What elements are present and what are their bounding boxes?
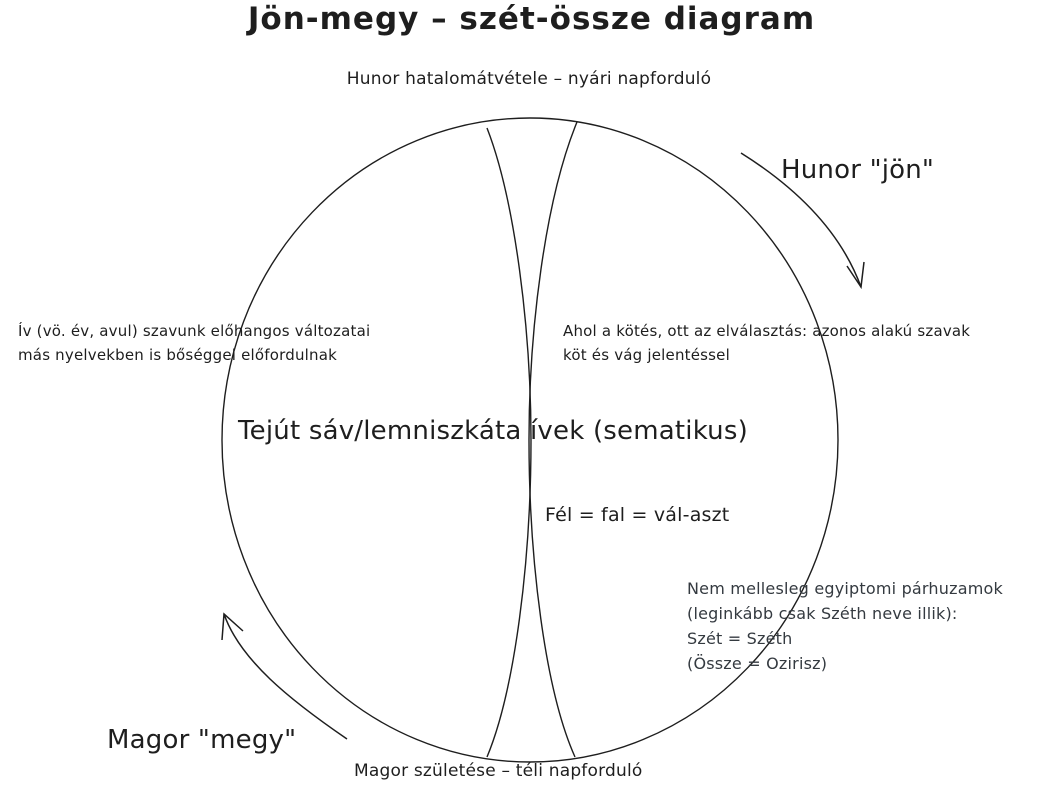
- hunor-arrow: [740, 152, 862, 288]
- bottom-caption: Magor születése – téli napforduló: [354, 761, 643, 781]
- center-label: Tejút sáv/lemniszkáta ívek (sematikus): [238, 416, 748, 446]
- egypt-note-line: (Össze = Ozirisz): [687, 654, 828, 673]
- left-note-line: más nyelvekben is bőséggel előfordulnak: [18, 346, 337, 364]
- egypt-note: Nem mellesleg egyiptomi párhuzamok (legi…: [687, 576, 1003, 676]
- main-circle: [221, 117, 839, 763]
- diagram-title: Jön-megy – szét-össze diagram: [247, 1, 816, 37]
- hunor-arrowhead: [846, 261, 865, 290]
- top-caption: Hunor hatalomátvétele – nyári napforduló: [346, 69, 712, 89]
- hunor-label: Hunor "jön": [781, 155, 935, 185]
- magor-label: Magor "megy": [107, 725, 297, 755]
- right-note-line: Ahol a kötés, ott az elválasztás: azonos…: [563, 322, 971, 340]
- egypt-note-line: Szét = Széth: [687, 629, 793, 648]
- left-note: Ív (vö. év, avul) szavunk előhangos vált…: [18, 319, 370, 367]
- equation-label: Fél = fal = vál-aszt: [545, 504, 730, 526]
- right-note: Ahol a kötés, ott az elválasztás: azonos…: [563, 319, 970, 367]
- egypt-note-line: (leginkább csak Széth neve illik):: [687, 604, 958, 623]
- magor-arrowhead: [221, 612, 244, 641]
- right-note-line: köt és vág jelentéssel: [563, 346, 730, 364]
- milky-way-band-right: [528, 121, 578, 758]
- left-note-line: Ív (vö. év, avul) szavunk előhangos vált…: [18, 322, 371, 340]
- egypt-note-line: Nem mellesleg egyiptomi párhuzamok: [687, 579, 1003, 598]
- milky-way-band-left: [486, 127, 532, 758]
- magor-arrow: [223, 613, 348, 740]
